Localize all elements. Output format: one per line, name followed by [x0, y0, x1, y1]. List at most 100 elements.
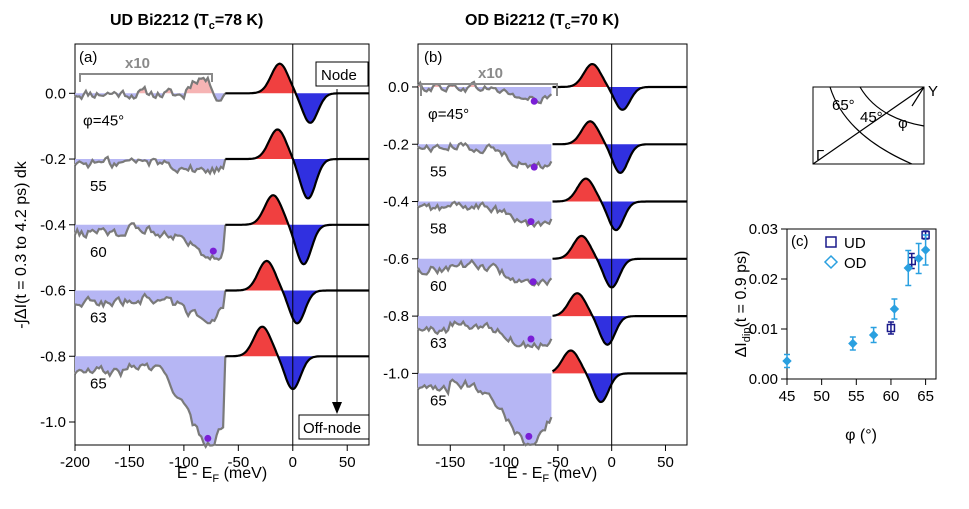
dip-marker: [527, 218, 535, 226]
x10-negative-fill: [75, 356, 226, 447]
panel-a-title: UD Bi2212 (Tc=78 K): [110, 12, 263, 32]
panel-a-ylabel: -∫ΔI(t = 0.3 to 4.2 ps) dk: [13, 160, 30, 329]
inset-y-label: Y: [928, 83, 938, 100]
x-tick-label: -200: [60, 454, 90, 471]
positive-fill: [552, 121, 687, 145]
node-label: Node: [321, 67, 357, 84]
offnode-box: [298, 414, 370, 440]
x-tick-label: 50: [813, 388, 830, 405]
x10-trace: [73, 222, 227, 262]
legend-ud-label: UD: [844, 235, 866, 252]
inset-phi-label: φ: [898, 115, 908, 132]
y-tick-label: -0.8: [383, 308, 409, 325]
panel-a-xlabel: E - EF (meV): [177, 465, 267, 485]
x10-trace: [417, 258, 553, 287]
od-point: [920, 245, 931, 255]
negative-fill: [552, 87, 687, 110]
panel-c-frame: [786, 228, 937, 380]
panel-c-points: [782, 230, 931, 369]
od-point: [848, 338, 858, 349]
panel-b-title: OD Bi2212 (Tc=70 K): [465, 12, 619, 32]
positive-fill: [225, 260, 369, 291]
y-tick-label: 0.02: [749, 271, 778, 288]
y-tick-label: -0.6: [40, 283, 66, 300]
x-tick-label: 0: [289, 454, 297, 471]
x10-negative-fill: [75, 290, 226, 324]
negative-fill: [552, 373, 687, 402]
x10-trace: [74, 290, 227, 325]
y-tick-label: -1.0: [40, 414, 66, 431]
positive-fill: [552, 293, 687, 317]
panel-c-label: (c): [791, 233, 809, 250]
x-tick-label: -50: [227, 454, 249, 471]
curve-angle-label: 65: [90, 375, 107, 392]
panel-a-scale-label: x10: [125, 55, 150, 72]
y-tick-label: 0.03: [749, 221, 778, 238]
x-tick-label: 55: [848, 388, 865, 405]
od-point: [889, 304, 900, 314]
inset-arc-outer: [859, 86, 925, 127]
y-tick-label: -0.4: [383, 194, 409, 211]
curve-angle-label: 58: [430, 221, 447, 238]
curve-angle-label: 63: [430, 335, 447, 352]
panel-a-frame: [74, 43, 370, 446]
od-point: [913, 253, 924, 264]
x-tick-label: 45: [779, 388, 796, 405]
inset-angle-65: 65°: [832, 97, 855, 114]
panel-c-ylabel: ΔIdip(t = 0.9 ps): [733, 251, 753, 358]
od-point: [868, 330, 879, 340]
x10-negative-fill: [418, 87, 552, 104]
curve-angle-label: φ=45°: [428, 106, 469, 123]
dip-marker: [204, 434, 212, 442]
positive-fill: [225, 195, 369, 225]
main-trace: [225, 325, 369, 391]
main-trace: [225, 259, 369, 325]
y-tick-label: -1.0: [383, 365, 409, 382]
curve-angle-label: 65: [430, 392, 447, 409]
x-tick-label: 50: [339, 454, 356, 471]
negative-fill: [225, 224, 369, 265]
x10-negative-fill: [418, 373, 552, 446]
panel-b-scale-bracket: [420, 83, 558, 96]
x10-trace: [417, 319, 553, 351]
panel-b-scale-label: x10: [478, 65, 503, 82]
negative-fill: [225, 356, 369, 390]
x10-negative-fill: [75, 224, 226, 260]
main-trace: [225, 62, 369, 124]
node-arrow-head: [332, 402, 342, 414]
main-trace: [552, 120, 687, 175]
x10-trace: [74, 356, 227, 449]
negative-fill: [552, 316, 687, 345]
legend-od-label: OD: [844, 255, 867, 272]
dip-marker: [530, 163, 538, 171]
x10-trace: [417, 378, 553, 447]
negative-fill: [225, 159, 369, 199]
panel-c-xlabel: φ (°): [845, 427, 877, 444]
node-box: [315, 61, 369, 87]
panel-b-xlabel: E - EF (meV): [507, 465, 597, 485]
od-point: [782, 356, 792, 366]
curve-angle-label: φ=45°: [83, 112, 124, 129]
panel-a-label: (a): [79, 49, 97, 66]
x10-positive-fill: [75, 223, 226, 225]
positive-fill: [225, 326, 369, 357]
x-tick-label: 65: [917, 388, 934, 405]
ud-point: [886, 323, 896, 333]
x-tick-label: -100: [489, 454, 519, 471]
y-tick-label: 0.0: [388, 79, 409, 96]
main-trace: [552, 177, 687, 232]
x-tick-label: 60: [883, 388, 900, 405]
x10-trace: [74, 75, 227, 102]
x10-trace: [74, 155, 227, 176]
positive-fill: [225, 129, 369, 159]
y-tick-label: -0.4: [40, 217, 66, 234]
panel-a-scale-bracket: [79, 73, 213, 82]
